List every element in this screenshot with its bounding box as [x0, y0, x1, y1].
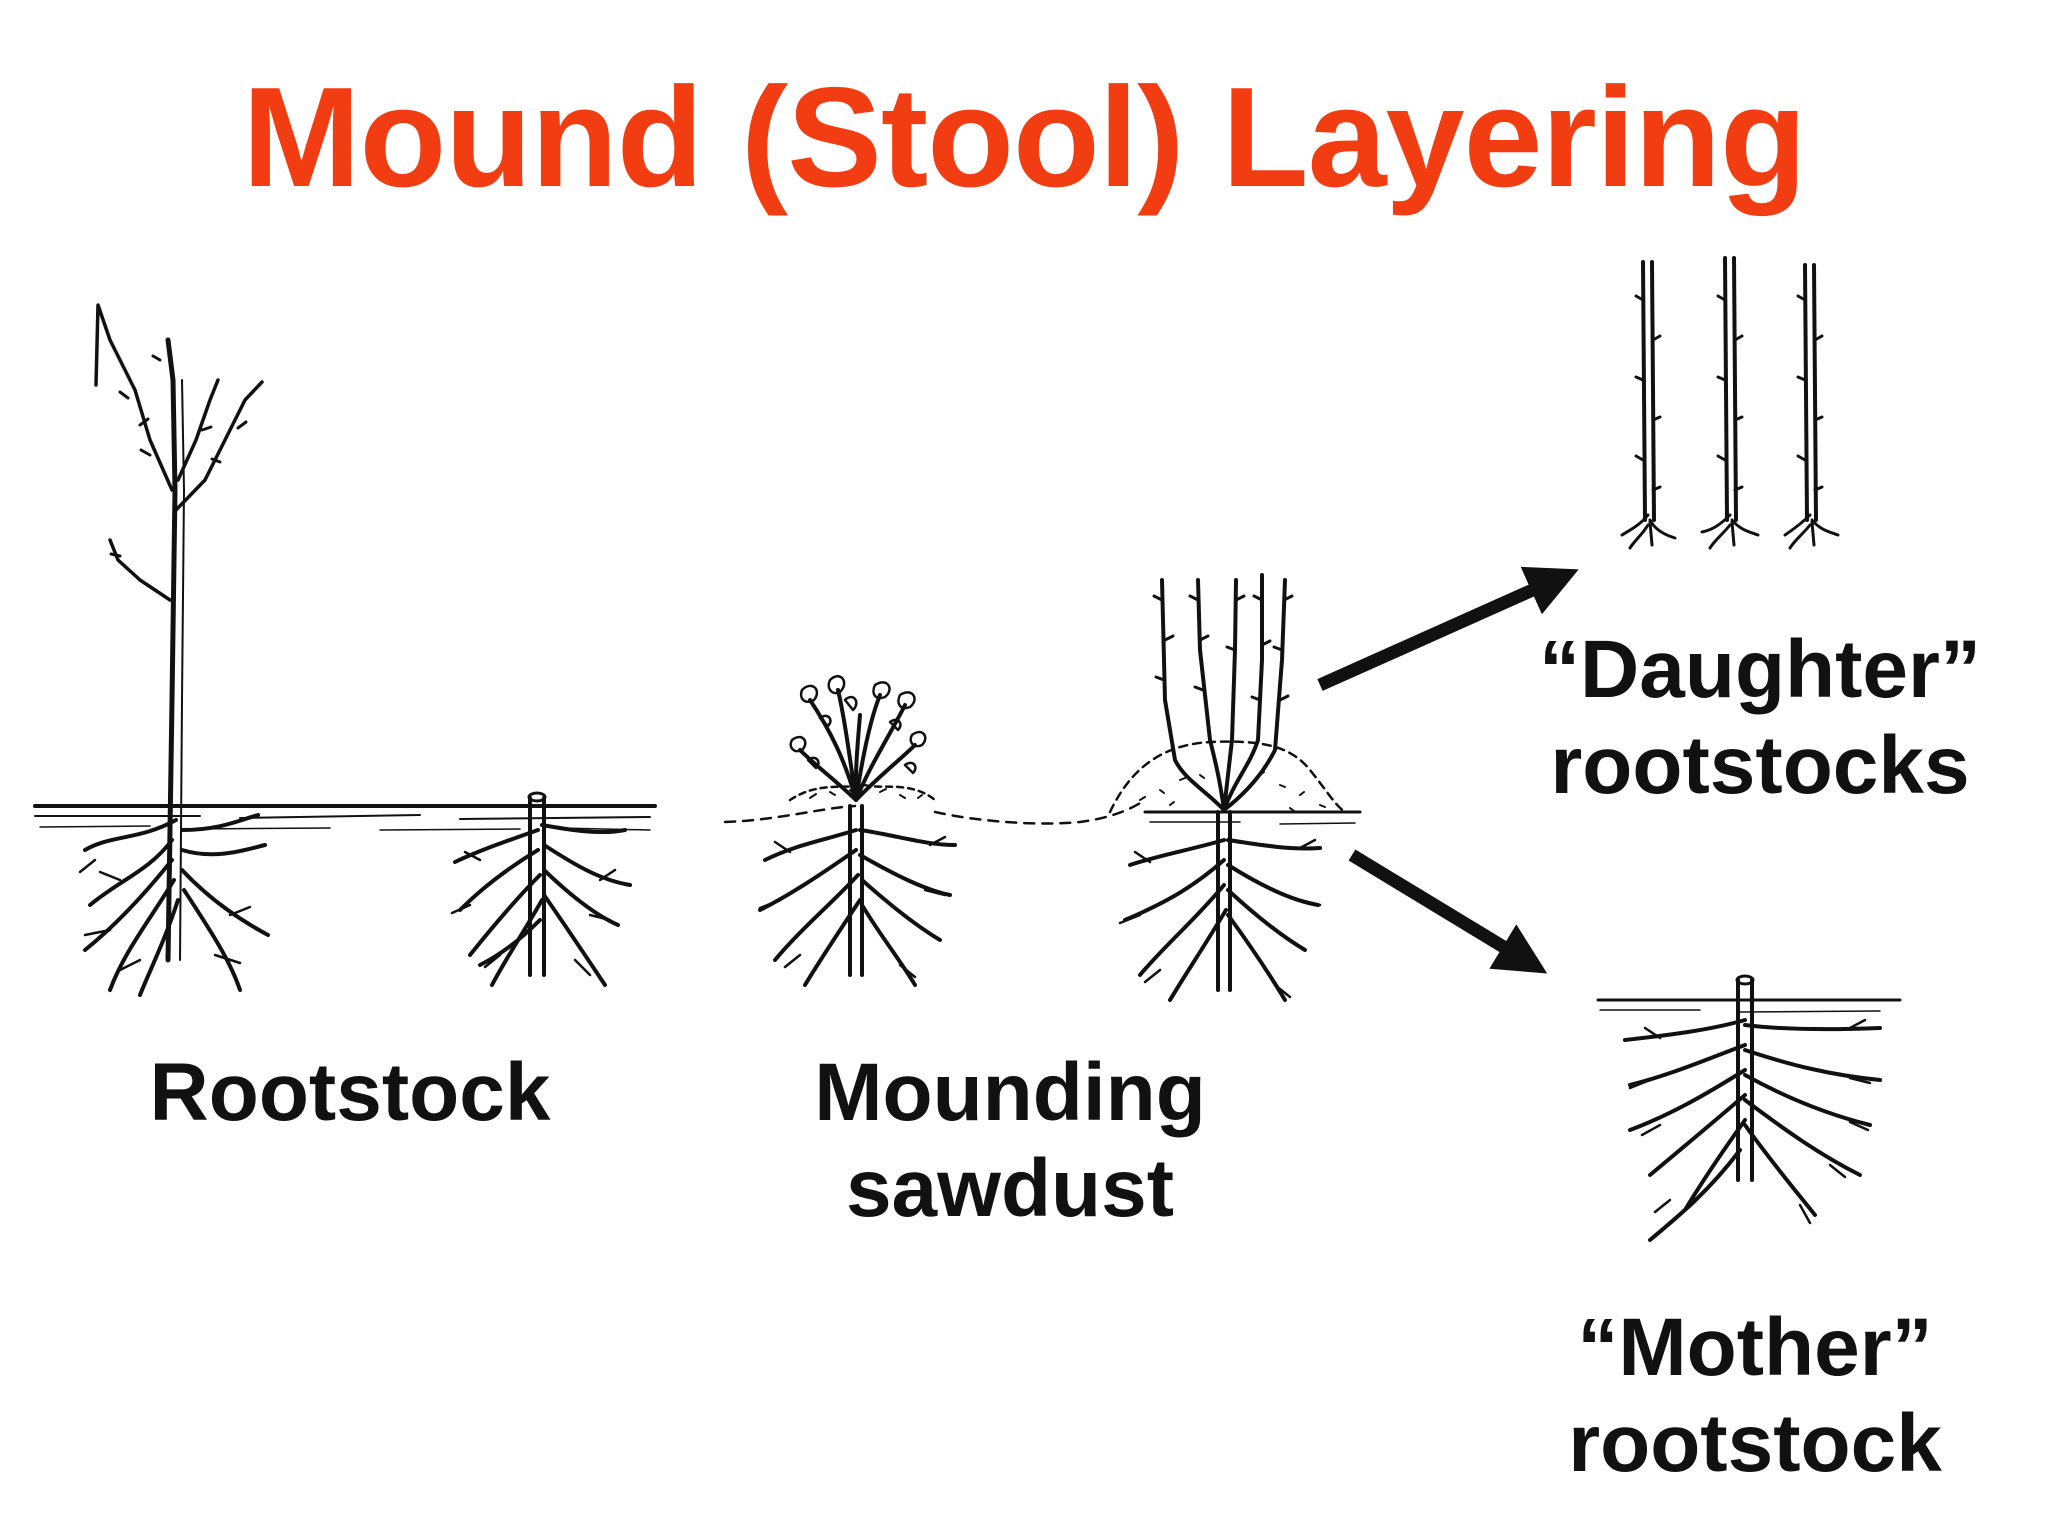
mother-rootstock-illustration [1596, 974, 1902, 1242]
cut-stump-illustration [450, 791, 632, 987]
daughter-rootstocks-label: “Daughter” rootstocks [1520, 622, 2000, 814]
mother-label-line1: “Mother” [1577, 1302, 1933, 1393]
tall-shoots-mound-illustration [1108, 573, 1362, 1002]
daughter-label-line1: “Daughter” [1539, 624, 1981, 715]
page-title: Mound (Stool) Layering [242, 58, 1807, 217]
arrow-down-right-icon [1348, 849, 1548, 974]
mother-rootstock-label: “Mother” rootstock [1535, 1300, 1975, 1492]
daughter-rootstock-illustration [1620, 256, 1840, 550]
arrow-up-right-icon [1317, 566, 1579, 691]
young-tree-illustration [33, 303, 657, 997]
mounding-label-line2: sawdust [845, 1143, 1175, 1234]
mother-label-line2: rootstock [1568, 1398, 1942, 1489]
daughter-label-line2: rootstocks [1550, 720, 1970, 811]
leafy-shoots-mound-illustration [723, 675, 1147, 987]
mounding-sawdust-label: Mounding sawdust [790, 1045, 1230, 1237]
mounding-label-line1: Mounding [814, 1047, 1206, 1138]
rootstock-label: Rootstock [140, 1045, 560, 1141]
rootstock-label-text: Rootstock [149, 1047, 551, 1138]
